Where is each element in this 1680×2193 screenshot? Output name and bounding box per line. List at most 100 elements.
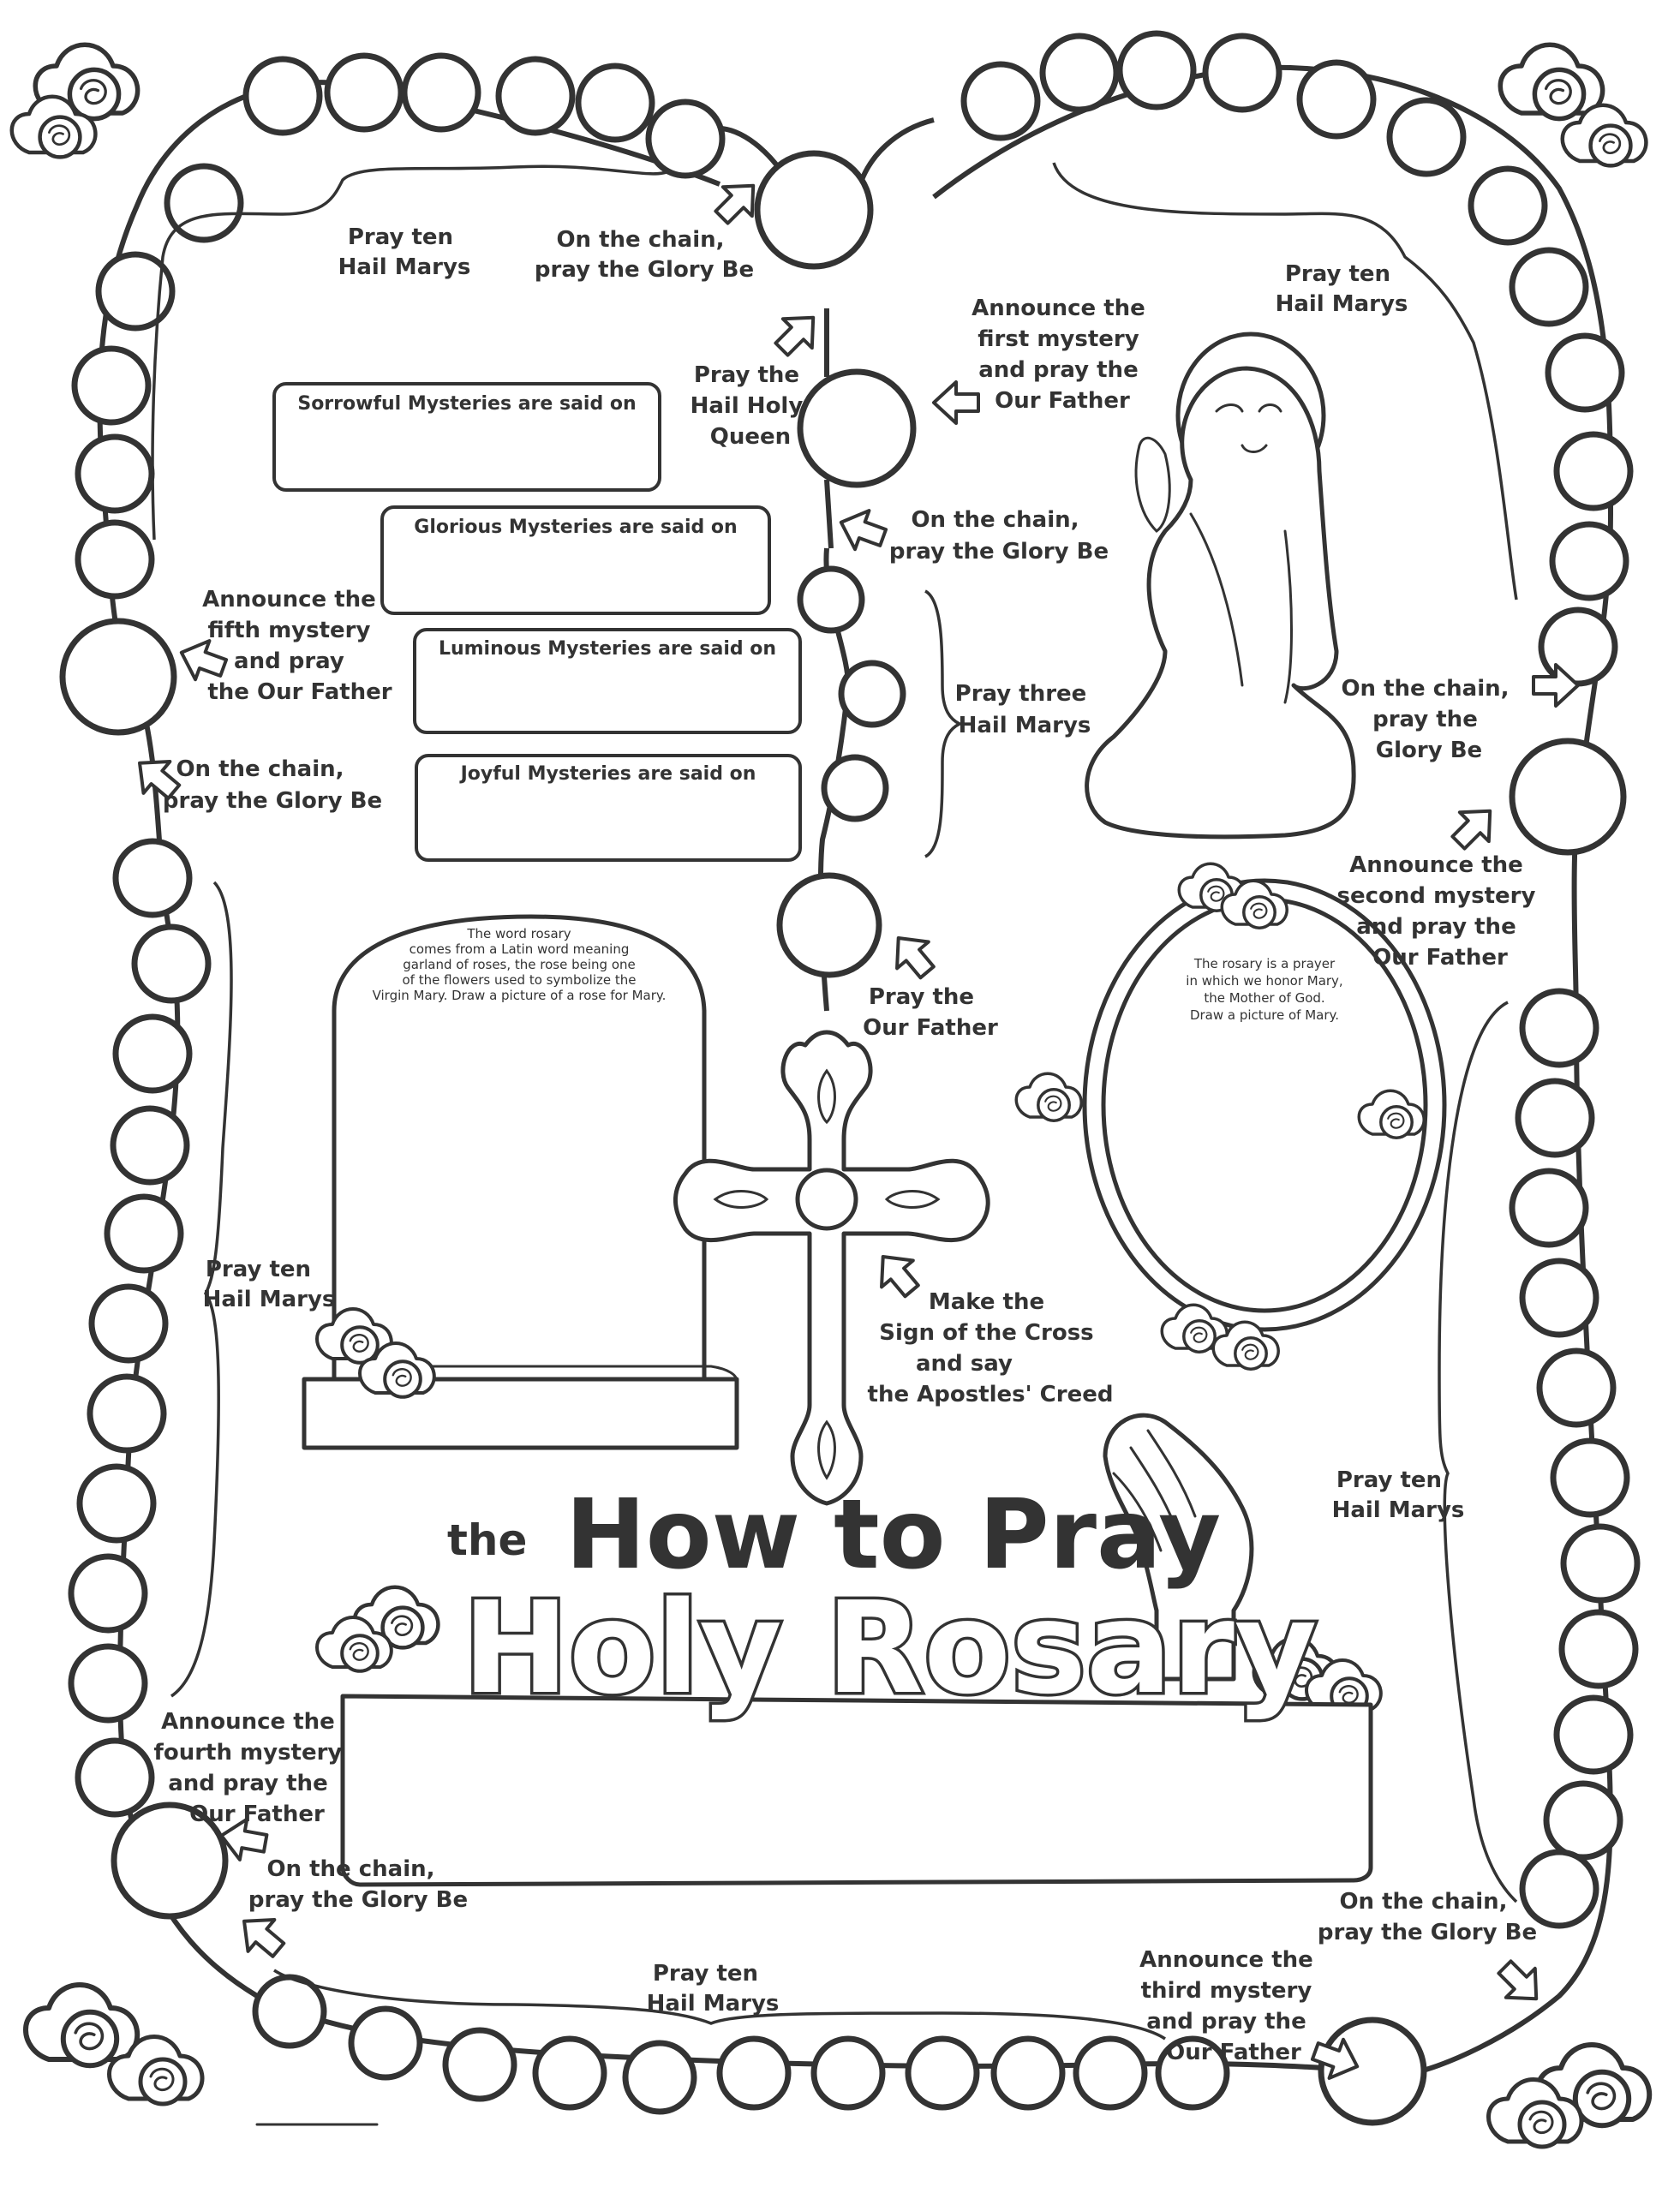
- our-father-bead[interactable]: [754, 150, 874, 270]
- mary-note-line-2: in which we honor Mary,: [1186, 973, 1342, 989]
- label-sign-of-cross: Make the Sign of the Cross and say the A…: [868, 1289, 1114, 1407]
- hail-mary-bead[interactable]: [95, 251, 176, 332]
- hail-mary-bead[interactable]: [1073, 2035, 1148, 2111]
- hail-mary-bead[interactable]: [1519, 1258, 1599, 1338]
- hail-mary-bead[interactable]: [75, 1737, 155, 1818]
- hail-mary-bead[interactable]: [131, 923, 212, 1004]
- hail-mary-bead[interactable]: [1560, 1523, 1641, 1604]
- label-pray-ten-right: Pray ten Hail Marys: [1332, 1467, 1465, 1523]
- label-pray-ten-left: Pray ten Hail Marys: [203, 1257, 336, 1312]
- rose-icon: [1357, 1089, 1426, 1139]
- label-fourth-mystery: Announce the fourth mystery and pray the…: [154, 1709, 350, 1827]
- hail-mary-bead[interactable]: [1509, 1168, 1589, 1248]
- hail-mary-bead[interactable]: [68, 1553, 148, 1634]
- hail-mary-bead[interactable]: [1543, 1780, 1623, 1861]
- rose-decorations: [9, 42, 1653, 2149]
- glorious-box[interactable]: [380, 505, 771, 615]
- rose-note-line-4: of the flowers used to symbolize the: [403, 972, 637, 988]
- hail-mary-bead[interactable]: [821, 754, 889, 822]
- our-father-bead[interactable]: [776, 872, 882, 978]
- hail-mary-bead[interactable]: [990, 2035, 1066, 2111]
- hail-mary-bead[interactable]: [68, 1643, 148, 1724]
- hail-mary-bead[interactable]: [532, 2035, 607, 2111]
- hail-mary-bead[interactable]: [242, 56, 323, 136]
- hail-mary-bead[interactable]: [1519, 988, 1599, 1068]
- outline-arrow-icon: [1532, 663, 1580, 708]
- our-father-bead[interactable]: [111, 1802, 229, 1920]
- rose-icon: [33, 42, 140, 122]
- hail-mary-bead[interactable]: [797, 565, 865, 634]
- rose-icon: [23, 1982, 140, 2069]
- our-father-bead[interactable]: [1509, 738, 1627, 856]
- label-pray-ten-bottom: Pray ten Hail Marys: [647, 1961, 780, 2017]
- rose-icon: [1220, 879, 1288, 929]
- hail-mary-bead[interactable]: [1558, 1609, 1639, 1689]
- label-pray-three: Pray three Hail Marys: [955, 681, 1095, 738]
- hail-mary-bead[interactable]: [324, 52, 404, 133]
- label-glory-right: On the chain, pray the Glory Be: [1341, 676, 1516, 763]
- rose-icon: [1498, 42, 1605, 122]
- hail-mary-bead[interactable]: [112, 1013, 193, 1094]
- our-father-bead[interactable]: [797, 368, 917, 488]
- hail-mary-bead[interactable]: [1545, 332, 1625, 413]
- outline-arrow-icon: [839, 509, 888, 552]
- hail-mary-bead[interactable]: [810, 2035, 886, 2111]
- hail-mary-bead[interactable]: [1538, 607, 1618, 687]
- outline-arrow-icon: [895, 936, 936, 980]
- hail-mary-bead[interactable]: [401, 52, 481, 133]
- hail-mary-bead[interactable]: [76, 1463, 157, 1544]
- label-glory-center: On the chain, pray the Glory Be: [889, 507, 1109, 565]
- hail-mary-bead[interactable]: [1116, 30, 1197, 111]
- hail-mary-bead[interactable]: [1468, 165, 1548, 246]
- hail-mary-bead[interactable]: [75, 519, 155, 600]
- hail-mary-bead[interactable]: [112, 838, 193, 918]
- sorrowful-box[interactable]: [272, 382, 661, 492]
- joyful-label: Joyful Mysteries are said on: [459, 763, 756, 785]
- hail-mary-bead[interactable]: [87, 1373, 167, 1454]
- hail-mary-bead[interactable]: [1296, 59, 1377, 140]
- hail-mary-bead[interactable]: [1536, 1347, 1617, 1428]
- hail-mary-bead[interactable]: [838, 660, 906, 728]
- hail-mary-bead[interactable]: [1550, 1437, 1630, 1518]
- hail-mary-bead[interactable]: [645, 99, 726, 179]
- rose-icon: [1014, 1072, 1083, 1122]
- hail-mary-bead[interactable]: [75, 433, 155, 514]
- outline-arrow-icon: [774, 315, 816, 357]
- hail-mary-bead[interactable]: [1515, 1078, 1595, 1158]
- our-father-bead[interactable]: [59, 618, 177, 736]
- outline-arrow-icon: [242, 1918, 286, 1958]
- rose-drawing-area[interactable]: [332, 914, 707, 1390]
- hail-mary-bead[interactable]: [1553, 431, 1634, 511]
- hail-mary-bead[interactable]: [71, 345, 152, 426]
- hail-mary-bead[interactable]: [1549, 521, 1629, 601]
- praying-hands-icon: [1103, 1413, 1254, 1682]
- joyful-box[interactable]: [415, 754, 802, 862]
- outline-arrow-icon: [179, 639, 229, 682]
- hail-mary-bead[interactable]: [348, 2005, 423, 2081]
- hail-mary-bead[interactable]: [1509, 247, 1589, 327]
- hail-mary-bead[interactable]: [88, 1283, 169, 1364]
- hail-mary-bead[interactable]: [1202, 33, 1282, 113]
- hail-mary-bead[interactable]: [716, 2035, 792, 2111]
- label-glory-bottom-right: On the chain, pray the Glory Be: [1318, 1889, 1537, 1945]
- cross-icon: [673, 1030, 990, 1506]
- hail-mary-bead[interactable]: [1386, 97, 1467, 177]
- hail-mary-bead[interactable]: [1155, 2035, 1230, 2111]
- hail-mary-bead[interactable]: [622, 2040, 697, 2115]
- hail-mary-bead[interactable]: [1039, 33, 1120, 113]
- hail-mary-bead[interactable]: [495, 56, 576, 136]
- hail-mary-bead[interactable]: [1553, 1694, 1634, 1775]
- luminous-box[interactable]: [413, 628, 802, 734]
- hail-mary-bead[interactable]: [905, 2035, 980, 2111]
- label-glory-bottom-left: On the chain, pray the Glory Be: [248, 1856, 468, 1913]
- hail-mary-bead[interactable]: [442, 2027, 517, 2102]
- hail-mary-bead[interactable]: [104, 1193, 184, 1274]
- hail-mary-bead[interactable]: [960, 61, 1041, 141]
- hail-mary-bead[interactable]: [252, 1974, 327, 2049]
- title-the: the: [447, 1515, 527, 1565]
- name-drawing-area[interactable]: [340, 1694, 1373, 1887]
- hail-mary-bead[interactable]: [1519, 1849, 1599, 1929]
- hail-mary-bead[interactable]: [110, 1105, 190, 1186]
- hail-mary-bead[interactable]: [575, 63, 655, 143]
- rose-icon: [1211, 1320, 1280, 1371]
